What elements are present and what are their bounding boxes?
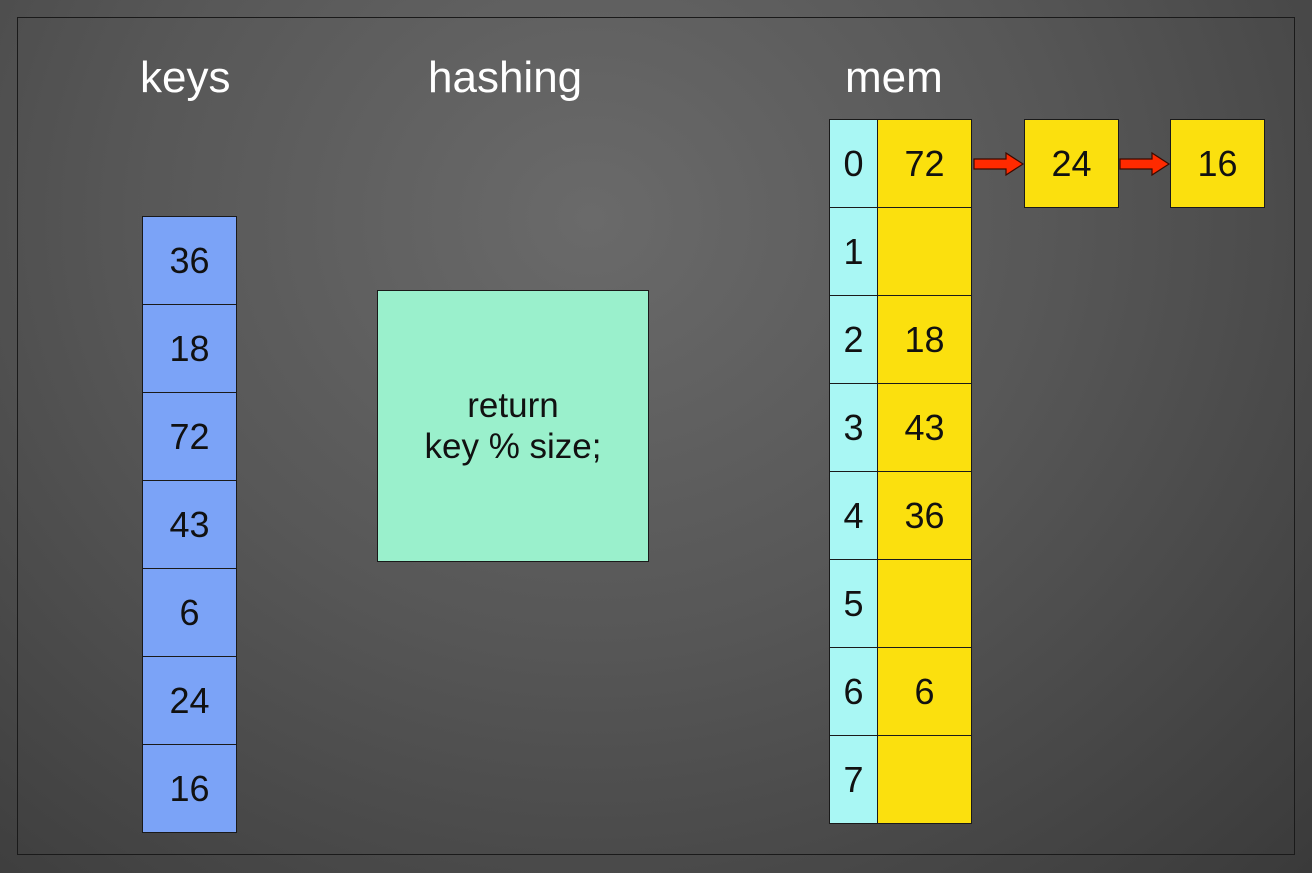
chain-arrow <box>1119 151 1171 177</box>
mem-index-cell: 1 <box>829 207 878 296</box>
slide-frame <box>17 17 1295 855</box>
hash-code-line-2: key % size; <box>424 427 602 466</box>
mem-heading: mem <box>845 53 943 102</box>
mem-value-cell: 36 <box>877 471 972 560</box>
hash-function-box: return key % size; <box>377 290 649 562</box>
key-cell: 16 <box>142 744 237 833</box>
mem-value-cell: 43 <box>877 383 972 472</box>
mem-value-cell <box>877 207 972 296</box>
mem-value-cell: 18 <box>877 295 972 384</box>
chain-node: 16 <box>1170 119 1265 208</box>
mem-index-cell: 6 <box>829 647 878 736</box>
mem-value-cell <box>877 735 972 824</box>
key-cell: 24 <box>142 656 237 745</box>
key-cell: 6 <box>142 568 237 657</box>
mem-value-cell: 72 <box>877 119 972 208</box>
key-cell: 43 <box>142 480 237 569</box>
mem-value-cell <box>877 559 972 648</box>
hash-code-line-1: return <box>467 386 559 425</box>
mem-index-cell: 3 <box>829 383 878 472</box>
mem-index-cell: 7 <box>829 735 878 824</box>
chain-node: 24 <box>1024 119 1119 208</box>
key-cell: 36 <box>142 216 237 305</box>
mem-index-cell: 2 <box>829 295 878 384</box>
hashing-heading: hashing <box>428 53 583 102</box>
mem-value-cell: 6 <box>877 647 972 736</box>
key-cell: 18 <box>142 304 237 393</box>
chain-arrow <box>973 151 1025 177</box>
keys-heading: keys <box>140 53 231 102</box>
